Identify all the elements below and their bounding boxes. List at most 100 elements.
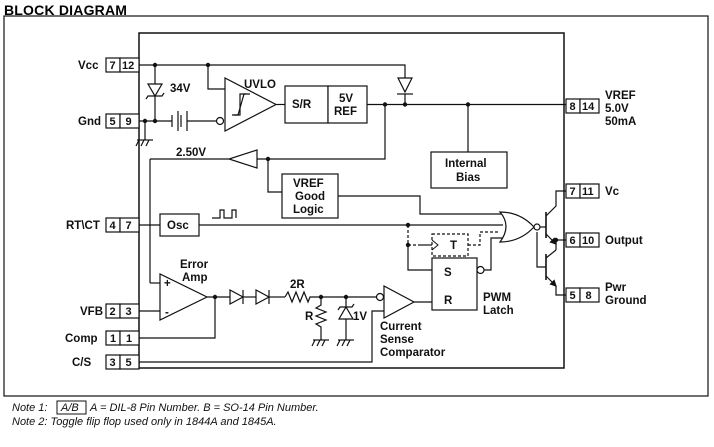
diode-1-icon	[229, 288, 245, 306]
current-sense-comparator	[383, 285, 416, 319]
error-amp-minus: -	[165, 307, 169, 319]
notes: Note 1: A/B A = DIL-8 Pin Number. B = SO…	[12, 400, 319, 428]
pin-cs-b: 5	[126, 357, 132, 369]
current-sense-label-2: Sense	[380, 334, 414, 346]
pwm-latch-label-1: PWM	[483, 292, 511, 304]
ref-250-label: 2.50V	[176, 147, 206, 159]
vref-good-label-3: Logic	[293, 204, 324, 216]
pin-cs-a: 3	[110, 357, 116, 369]
pin-vc: 7 11 Vc	[565, 183, 620, 199]
pin-rtct-b: 7	[126, 220, 132, 232]
ref-buffer-section: 2.50V VREF Good Logic	[149, 104, 505, 283]
pin-gnd: Gnd 5 9	[78, 113, 140, 129]
ref-ref-label: REF	[334, 106, 357, 118]
ground-icon-2	[311, 339, 329, 347]
pin-comp-b: 1	[126, 333, 132, 345]
vref-good-logic-block	[281, 173, 339, 219]
pwm-latch-block	[431, 257, 478, 311]
pin-vfb-a: 2	[110, 306, 116, 318]
pin-vcc-b: 12	[122, 60, 134, 72]
error-amp-section: + - Error Amp 2R R 1V	[139, 259, 380, 347]
pin-vref: 8 14 VREF 5.0V 50mA	[565, 90, 636, 128]
pin-comp: Comp 1 1	[65, 330, 140, 346]
diagram-title: BLOCK DIAGRAM	[4, 2, 128, 18]
vref-good-label-2: Good	[295, 191, 325, 203]
resistor-2r-label: 2R	[290, 279, 305, 291]
internal-bias-label-2: Bias	[456, 172, 480, 184]
latch-s-label: S	[444, 267, 452, 279]
pin-vcc: Vcc 7 12	[78, 57, 140, 73]
error-amp-plus: +	[164, 278, 171, 290]
resistor-2r-icon	[284, 290, 321, 304]
pulse-icon	[212, 209, 237, 219]
osc-label: Osc	[167, 220, 189, 232]
zener-34v-label: 34V	[170, 83, 191, 95]
pin-pwr-ground: 5 8 Pwr Ground	[565, 282, 647, 307]
pin-gnd-b: 9	[126, 116, 132, 128]
uvlo-comparator	[224, 77, 278, 132]
zener-1v-icon	[337, 305, 355, 320]
note2-text: Note 2: Toggle flip flop used only in 18…	[12, 416, 277, 428]
current-sense-label-1: Current	[380, 321, 422, 333]
pin-comp-a: 1	[110, 333, 116, 345]
pin-gnd-a: 5	[110, 116, 116, 128]
pin-cs: C/S 3 5	[72, 354, 140, 370]
pin-vref-b: 14	[582, 101, 595, 113]
osc-section: Osc	[139, 209, 503, 271]
pin-pwr-b: 8	[586, 290, 592, 302]
pin-vc-b: 11	[582, 186, 594, 198]
resistor-r-icon	[314, 297, 328, 340]
current-sense-section: Current Sense Comparator	[139, 285, 446, 363]
pin-vc-a: 7	[570, 186, 576, 198]
pin-vfb-b: 3	[126, 306, 132, 318]
pin-vref-current: 50mA	[605, 116, 636, 128]
latch-r-label: R	[444, 295, 453, 307]
pin-vref-voltage: 5.0V	[605, 103, 629, 115]
vcc-section: 34V UVLO S/R 5V REF	[135, 62, 566, 189]
pin-vref-a: 8	[570, 101, 576, 113]
pin-gnd-label: Gnd	[78, 116, 101, 128]
pin-output-label: Output	[605, 235, 643, 247]
ref-5v-block	[327, 85, 368, 124]
vref-good-label-1: VREF	[293, 178, 324, 190]
output-stage	[498, 190, 566, 296]
ic-boundary	[138, 32, 565, 369]
pin-output: 6 10 Output	[565, 232, 643, 248]
pin-comp-label: Comp	[65, 333, 98, 345]
ground-icon	[135, 139, 153, 147]
pin-cs-label: C/S	[72, 357, 92, 369]
ref-5v-label: 5V	[339, 93, 353, 105]
pin-vcc-label: Vcc	[78, 60, 99, 72]
pin-vref-label: VREF	[605, 90, 636, 102]
note1-text: A = DIL-8 Pin Number. B = SO-14 Pin Numb…	[89, 402, 319, 414]
note1-box: A/B	[60, 402, 79, 414]
error-amp-label-2: Amp	[182, 272, 208, 284]
pwm-latch-label-2: Latch	[483, 305, 514, 317]
pin-vfb-label: VFB	[80, 306, 103, 318]
pin-pwr-label: Pwr	[605, 282, 627, 294]
error-amp	[159, 273, 209, 321]
zener-1v-label: 1V	[353, 311, 367, 323]
toggle-t-label: T	[450, 240, 457, 252]
ground-icon-3	[336, 339, 354, 347]
uvlo-label: UVLO	[244, 79, 276, 91]
resistor-r-label: R	[305, 311, 314, 323]
note1-prefix: Note 1:	[12, 402, 47, 414]
pin-vfb: VFB 2 3	[80, 303, 140, 319]
pin-vcc-a: 7	[110, 60, 116, 72]
pin-rtct: RT\CT 4 7	[66, 217, 140, 233]
nor-gate	[498, 211, 535, 243]
internal-bias-block	[430, 151, 508, 189]
current-sense-label-3: Comparator	[380, 347, 446, 359]
error-amp-label-1: Error	[180, 259, 209, 271]
pin-vc-label: Vc	[605, 186, 620, 198]
pin-output-a: 6	[570, 235, 576, 247]
zener-34v-icon	[146, 83, 164, 98]
diode-icon	[397, 77, 413, 94]
pin-output-b: 10	[582, 235, 594, 247]
outer-frame	[3, 15, 709, 397]
ref-buffer	[227, 149, 258, 169]
pin-rtct-label: RT\CT	[66, 220, 100, 232]
latch-section: T S R PWM Latch	[420, 231, 514, 317]
